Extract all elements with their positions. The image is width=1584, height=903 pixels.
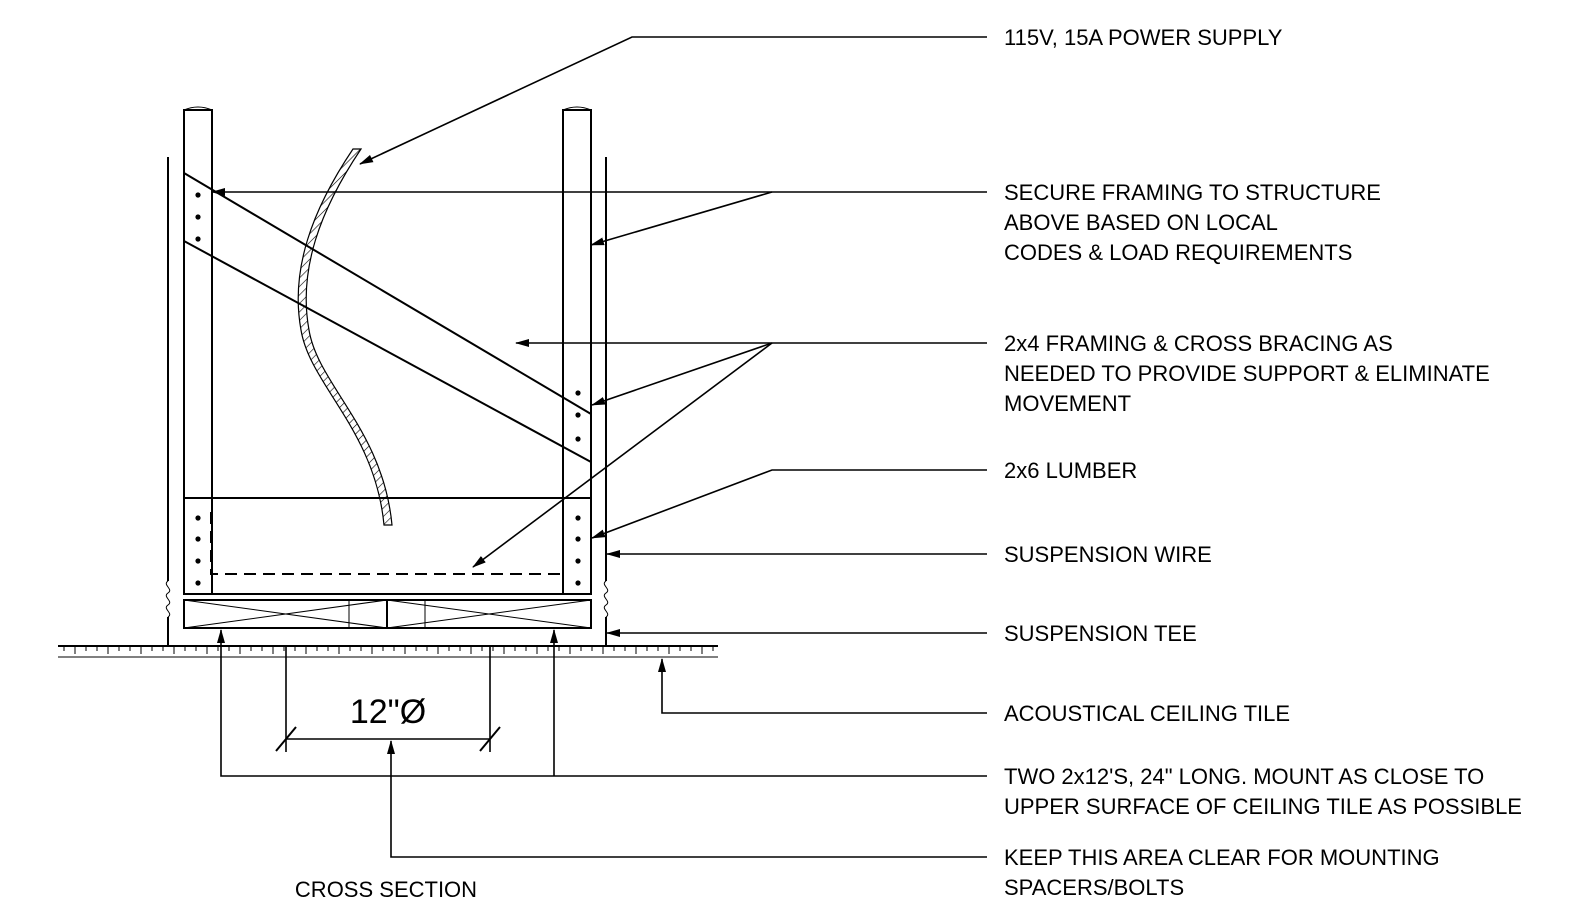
- label-suspension-tee: SUSPENSION TEE: [1004, 621, 1197, 646]
- label-2x6-lumber: 2x6 LUMBER: [1004, 458, 1137, 483]
- leader-lines: [211, 36, 987, 858]
- dimension-12in: 12"Ø: [275, 647, 501, 752]
- hidden-line: [210, 512, 564, 575]
- framing: [183, 106, 592, 629]
- right-stud: [562, 109, 592, 595]
- dimension-label: 12"Ø: [350, 693, 426, 731]
- label-keep-clear: KEEP THIS AREA CLEAR FOR MOUNTING SPACER…: [1004, 845, 1446, 900]
- label-suspension-wire: SUSPENSION WIRE: [1004, 542, 1212, 567]
- fasteners: [195, 192, 581, 586]
- ceiling-tile: [58, 645, 718, 658]
- label-secure-framing: SECURE FRAMING TO STRUCTURE ABOVE BASED …: [1004, 180, 1387, 265]
- label-two-2x12: TWO 2x12'S, 24" LONG. MOUNT AS CLOSE TO …: [1004, 764, 1522, 819]
- drawing-caption: CROSS SECTION: [295, 877, 477, 902]
- power-cable: [297, 148, 393, 526]
- callout-labels: 115V, 15A POWER SUPPLY SECURE FRAMING TO…: [295, 25, 1522, 902]
- cross-brace-top: [183, 172, 592, 415]
- label-framing-bracing: 2x4 FRAMING & CROSS BRACING AS NEEDED TO…: [1004, 331, 1496, 416]
- label-power-supply: 115V, 15A POWER SUPPLY: [1004, 25, 1283, 50]
- left-stud: [183, 109, 213, 595]
- label-ceiling-tile: ACOUSTICAL CEILING TILE: [1004, 701, 1290, 726]
- cross-brace-bottom: [183, 240, 592, 463]
- suspension-wires: [165, 157, 609, 646]
